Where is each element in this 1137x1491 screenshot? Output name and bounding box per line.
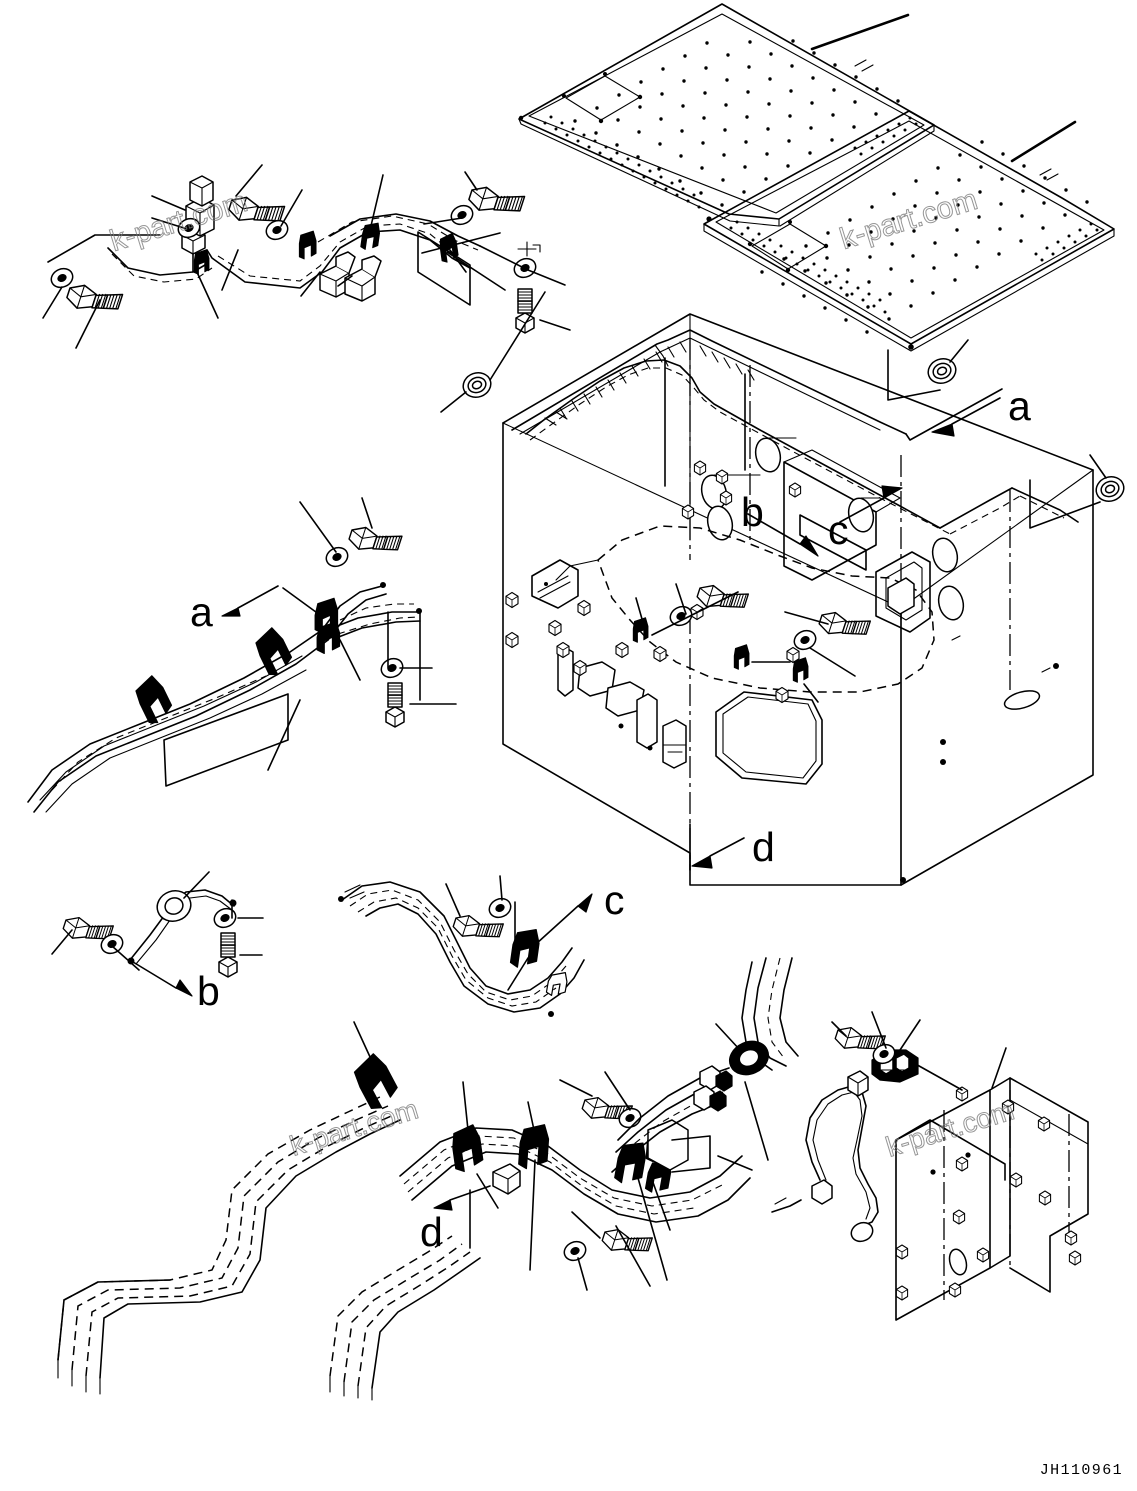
washer	[447, 201, 477, 229]
vertical-bolt	[515, 288, 535, 334]
bracket-panel	[831, 1011, 1089, 1321]
grommet	[458, 368, 496, 402]
upper-tube-assembly	[42, 164, 571, 413]
main-frame-housing	[502, 313, 1129, 886]
drawing-number: JH110961	[1039, 1462, 1123, 1479]
reference-label-d-main: d	[752, 824, 775, 870]
detail-c-hose-clamp	[338, 875, 593, 1017]
hex-bolt	[346, 520, 403, 562]
hose-end-fittings	[611, 957, 799, 1173]
reference-label-a-right: a	[1008, 383, 1031, 429]
leader-lines	[664, 357, 746, 871]
wire-harness	[771, 1070, 879, 1243]
hex-bolt	[816, 605, 872, 646]
leader	[1010, 120, 1077, 163]
washer	[510, 254, 540, 282]
cover-panel-right	[703, 110, 1115, 352]
lower-left-hose-bundle	[57, 1021, 481, 1401]
reference-label-b-detail: b	[197, 968, 220, 1014]
vertical-bolt	[218, 932, 238, 978]
reference-label-d-detail: d	[420, 1209, 443, 1255]
detail-d-clamp-bank	[399, 1071, 753, 1291]
hex-bolt	[599, 1222, 653, 1262]
washer	[560, 1237, 590, 1265]
grommet	[923, 354, 961, 388]
vertical-bolt	[385, 682, 405, 728]
cover-panel-left	[518, 3, 935, 227]
detail-a-hose-bundle	[27, 497, 457, 813]
reference-label-c-main: c	[828, 507, 849, 553]
elbow-fitting-2	[344, 255, 382, 302]
reference-label-c-detail: c	[604, 877, 625, 923]
washer	[210, 904, 240, 932]
leader	[810, 13, 910, 51]
reference-arrows	[691, 397, 1001, 869]
washer	[322, 543, 352, 571]
reference-label-a-detail: a	[190, 589, 213, 635]
detail-b-bracket	[51, 871, 264, 997]
grommet	[1091, 472, 1129, 506]
washer	[485, 894, 515, 922]
reference-label-b-main: b	[741, 489, 764, 535]
